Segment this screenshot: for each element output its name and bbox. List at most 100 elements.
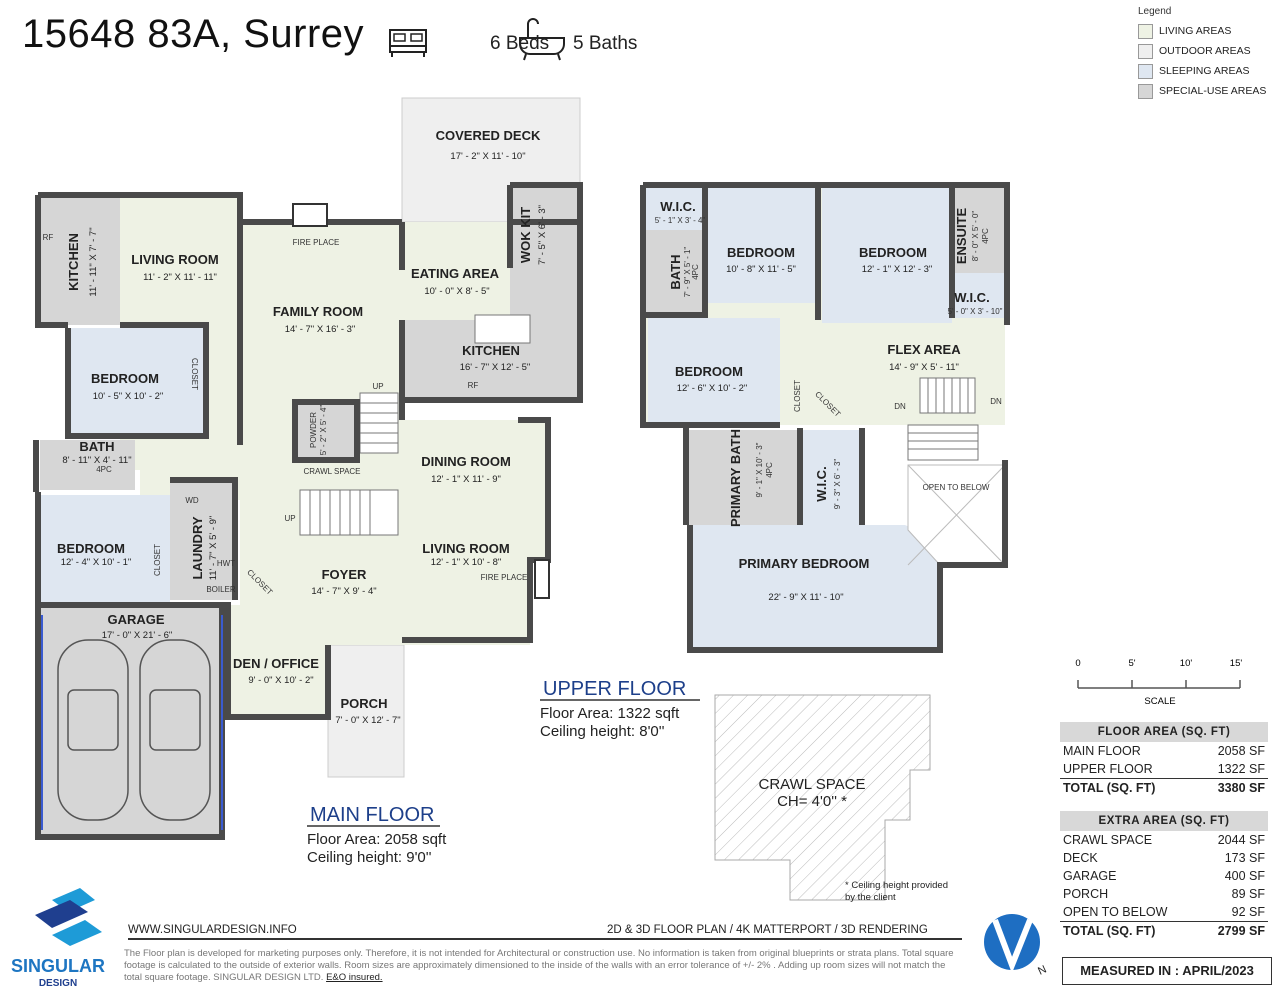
main-floor-plan [33, 97, 583, 840]
room-label: BATH [79, 439, 114, 454]
room-label: BEDROOM [859, 245, 927, 260]
upper-room-labels: W.I.C. 5' - 1" X 3' - 4" BATH 7' - 9" X … [655, 199, 1003, 603]
svg-text:SINGULAR: SINGULAR [11, 956, 105, 976]
disclaimer: The Floor plan is developed for marketin… [124, 948, 954, 983]
primary-bedroom-area [690, 525, 940, 648]
room-dim: 8' - 0" X 5' - 0" [971, 211, 980, 262]
svg-text:4PC: 4PC [96, 465, 112, 474]
eo-insured: E&O insured. [326, 972, 383, 983]
room-dim: 14' - 9" X 5' - 11" [889, 362, 959, 373]
scale-tick: 10' [1180, 658, 1193, 669]
bedroom-5-area [648, 318, 780, 423]
room-label: LIVING ROOM [131, 252, 218, 267]
table-total: TOTAL (SQ. FT)3380 SF [1060, 778, 1268, 797]
svg-text:RF: RF [468, 381, 479, 390]
room-dim: 9' - 0" X 10' - 2" [248, 675, 313, 686]
room-dim: 7' - 0" X 12' - 7" [335, 715, 400, 726]
room-label: W.I.C. [954, 290, 989, 305]
room-dim: 5' - 1" X 3' - 4" [655, 216, 706, 225]
room-dim: 14' - 7" X 9' - 4" [311, 586, 376, 597]
room-label: PRIMARY BEDROOM [739, 556, 870, 571]
legend: Legend LIVING AREAS OUTDOOR AREAS SLEEPI… [1138, 6, 1266, 101]
measured-date: MEASURED IN : APRIL/2023 [1062, 957, 1272, 985]
room-dim: 12' - 6" X 10' - 2" [677, 383, 748, 394]
upper-floor-details: Floor Area: 1322 sqft Ceiling height: 8'… [540, 705, 680, 740]
room-dim: 10' - 8" X 11' - 5" [726, 264, 796, 275]
room-dim: 12' - 4" X 10' - 1" [61, 557, 132, 568]
svg-text:CLOSET: CLOSET [190, 358, 199, 390]
scale-label: SCALE [1144, 696, 1175, 707]
room-dim: 9' - 3" X 6' - 3" [833, 459, 842, 510]
crawl-space-outline [714, 694, 931, 901]
fireplace-icon [534, 559, 550, 599]
svg-text:4PC: 4PC [981, 228, 990, 244]
room-label: BEDROOM [57, 541, 125, 556]
room-dim: 11' - 2" X 11' - 11" [143, 272, 217, 283]
room-dim: 14' - 7" X 16' - 3" [285, 324, 356, 335]
room-dim: 12' - 1" X 12' - 3" [862, 264, 933, 275]
room-dim: 22' - 9" X 11' - 10" [768, 592, 843, 603]
room-label: LAUNDRY [190, 516, 205, 579]
singular-design-logo: SINGULAR DESIGN [11, 888, 105, 989]
room-label: KITCHEN [462, 343, 520, 358]
svg-text:4PC: 4PC [765, 462, 774, 478]
room-label: LIVING ROOM [422, 541, 509, 556]
room-label: WOK KIT [518, 207, 533, 263]
room-label: W.I.C. [660, 199, 695, 214]
garage-area [38, 605, 223, 837]
compass-icon: N [984, 914, 1049, 978]
room-label: ENSUITE [954, 208, 969, 265]
room-dim: 5' - 0" X 3' - 10" [948, 307, 1003, 316]
room-dim: 7' - 9" X 5' - 1" [683, 247, 692, 298]
main-floor-info: MAIN FLOOR [310, 804, 434, 827]
main-room-labels: COVERED DECK 17' - 2" X 11' - 10" KITCHE… [43, 128, 548, 726]
room-dim: 17' - 0" X 21' - 6" [102, 630, 173, 641]
room-dim: 11' - 11" X 7' - 7" [88, 227, 99, 296]
room-label: BATH [668, 254, 683, 289]
room-dim: 7' - 5" X 6' - 3" [537, 205, 548, 265]
table-total: TOTAL (SQ. FT)2799 SF [1060, 921, 1268, 940]
room-label: GARAGE [107, 612, 164, 627]
room-dim: 10' - 0" X 8' - 5" [424, 286, 489, 297]
svg-text:BOILER: BOILER [206, 585, 236, 594]
upper-floor-plan [640, 182, 1010, 653]
bedroom-1-area [68, 328, 206, 436]
legend-item: SLEEPING AREAS [1138, 61, 1266, 81]
room-dim: 9' - 1" X 10' - 3" [755, 442, 764, 497]
services-text: 2D & 3D FLOOR PLAN / 4K MATTERPORT / 3D … [607, 924, 928, 936]
room-label: FAMILY ROOM [273, 304, 363, 319]
crawl-space-label: CRAWL SPACE [759, 776, 866, 793]
beds-count: 6 Beds [490, 33, 550, 54]
listing-title: 15648 83A, Surrey [22, 12, 365, 56]
room-dim: 12' - 1" X 10' - 8" [431, 557, 502, 568]
ceiling-note: * Ceiling height provided by the client [845, 880, 948, 903]
main-floor-details: Floor Area: 2058 sqft Ceiling height: 9'… [307, 831, 447, 866]
upper-floor-info: UPPER FLOOR [543, 678, 686, 701]
scale-tick: 5' [1128, 658, 1135, 669]
bedroom-3-area [705, 188, 817, 303]
room-label: FLEX AREA [887, 342, 961, 357]
room-label: COVERED DECK [436, 128, 541, 143]
room-label: EATING AREA [411, 266, 500, 281]
svg-text:POWDER: POWDER [309, 412, 318, 448]
room-dim: 16' - 7" X 12' - 5" [460, 362, 531, 373]
floor-name: UPPER FLOOR [543, 678, 687, 700]
svg-text:N: N [1036, 963, 1048, 977]
svg-text:HWT: HWT [217, 559, 235, 568]
room-label: BEDROOM [91, 371, 159, 386]
room-dim: 17' - 2" X 11' - 10" [450, 151, 525, 162]
room-label: DINING ROOM [421, 454, 511, 469]
scale-tick: 15' [1230, 658, 1243, 669]
legend-title: Legend [1138, 6, 1172, 17]
bedroom-4-area [822, 188, 952, 323]
legend-item: SPECIAL-USE AREAS [1138, 81, 1266, 101]
website-link[interactable]: WWW.SINGULARDESIGN.INFO [128, 924, 297, 936]
bedroom-2-area [40, 495, 170, 603]
